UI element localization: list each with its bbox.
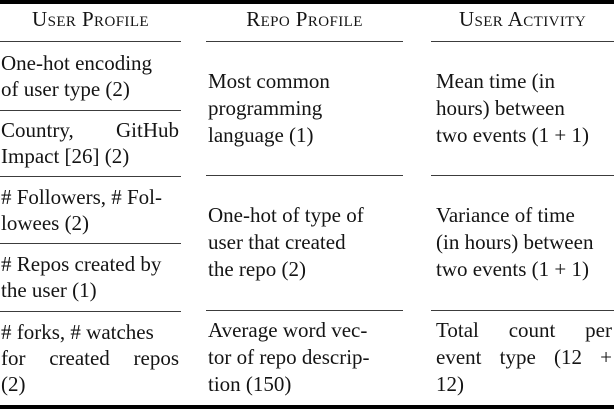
feature-cell-variance-time: Variance of time (in hours) between two … bbox=[431, 176, 614, 311]
column-user-profile: User Profile One-hot encoding of user ty… bbox=[0, 4, 181, 405]
feature-line: Country,GitHub bbox=[1, 118, 179, 142]
column-user-activity: User Activity Mean time (in hours) betwe… bbox=[431, 4, 614, 405]
feature-line: Most common bbox=[208, 68, 330, 93]
feature-line: the user (1) bbox=[1, 278, 97, 302]
column-repo-profile: Repo Profile Most common programming lan… bbox=[206, 4, 403, 405]
feature-cell-repos-created: # Repos created by the user (1) bbox=[0, 244, 181, 312]
feature-line: (in hours) between bbox=[436, 230, 594, 254]
column-header-user-activity: User Activity bbox=[431, 4, 614, 42]
feature-line: Impact [26] (2) bbox=[1, 144, 130, 168]
feature-line: tor of repo descrip- bbox=[208, 345, 370, 370]
feature-cell-word-vector: Average word vec- tor of repo descrip- t… bbox=[206, 311, 403, 406]
column-header-repo-profile: Repo Profile bbox=[206, 4, 403, 42]
feature-line: One-hot of type of bbox=[208, 203, 364, 227]
feature-line: # Repos created by bbox=[1, 252, 162, 276]
feature-line: Mean time (in bbox=[436, 68, 555, 93]
feature-line: user that created bbox=[208, 230, 346, 254]
feature-line: the repo (2) bbox=[208, 257, 306, 281]
column-header-user-profile: User Profile bbox=[0, 4, 181, 42]
feature-line: lowees (2) bbox=[1, 210, 90, 235]
feature-cell-mean-time: Mean time (in hours) between two events … bbox=[431, 42, 614, 176]
table-bottom-rule bbox=[0, 405, 614, 409]
feature-line: (2) bbox=[1, 372, 26, 397]
feature-line: Variance of time bbox=[436, 203, 575, 227]
feature-cell-followers: # Followers, # Fol- lowees (2) bbox=[0, 177, 181, 244]
feature-line: One-hot encoding bbox=[1, 50, 153, 75]
feature-line: tion (150) bbox=[208, 372, 292, 397]
feature-cell-user-type: One-hot encoding of user type (2) bbox=[0, 42, 181, 111]
feature-cell-creator-type: One-hot of type of user that created the… bbox=[206, 176, 403, 311]
feature-line: 12) bbox=[436, 372, 464, 397]
feature-line: # Followers, # Fol- bbox=[1, 184, 163, 209]
feature-line: two events (1 + 1) bbox=[436, 122, 589, 147]
feature-line: Average word vec- bbox=[208, 318, 368, 343]
feature-line: two events (1 + 1) bbox=[436, 257, 589, 281]
feature-line: of user type (2) bbox=[1, 76, 130, 101]
feature-cell-language: Most common programming language (1) bbox=[206, 42, 403, 176]
table-top-rule bbox=[0, 0, 614, 4]
feature-cell-country-impact: Country,GitHub Impact [26] (2) bbox=[0, 111, 181, 177]
feature-line: hours) between bbox=[436, 95, 565, 120]
feature-line: programming bbox=[208, 95, 323, 120]
feature-line: # forks, # watches bbox=[1, 320, 154, 345]
feature-line: language (1) bbox=[208, 122, 314, 147]
